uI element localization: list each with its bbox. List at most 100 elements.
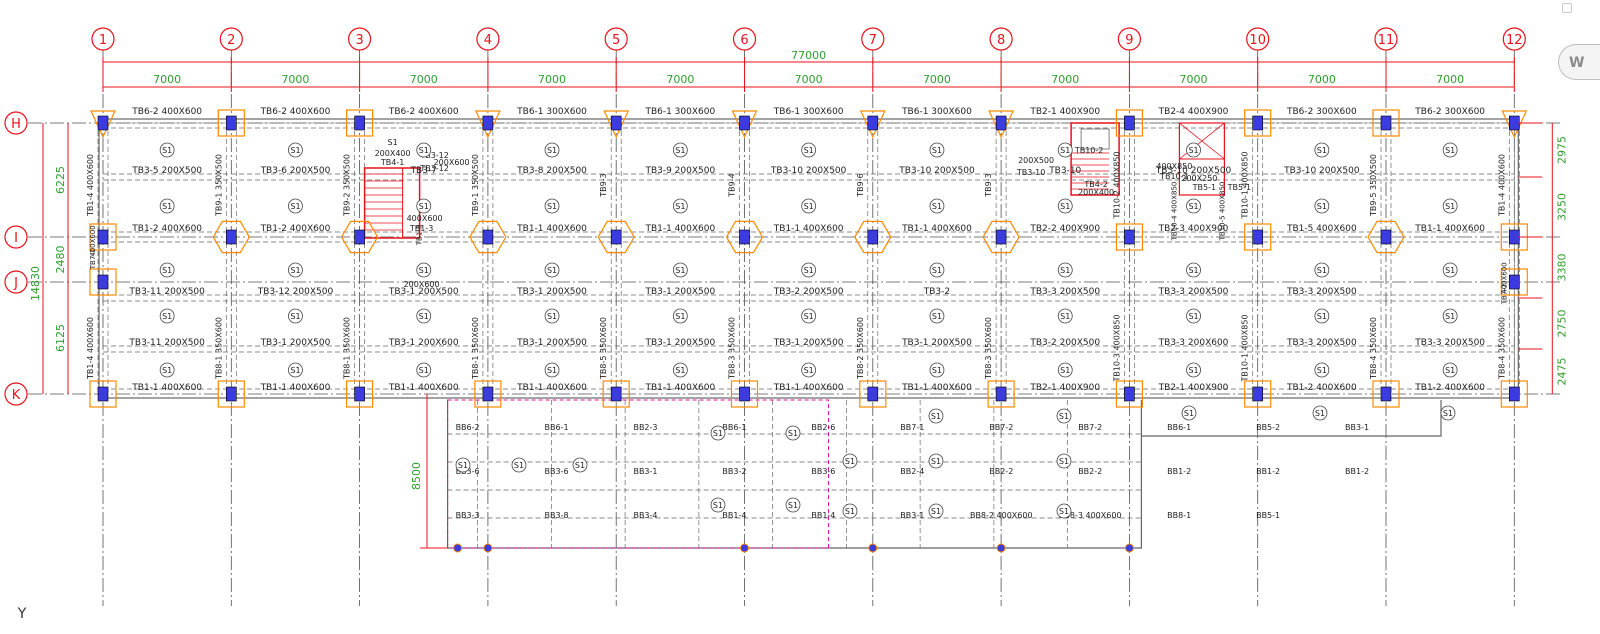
slab-tag-circle xyxy=(1057,198,1073,214)
column-1-H-cap xyxy=(90,110,116,139)
slab-tag-circle xyxy=(842,503,858,519)
slab-tag-label: S1 xyxy=(931,507,941,516)
grid-bubble-label-J: J xyxy=(13,276,18,291)
column-1-K xyxy=(89,380,117,408)
annex-beam-label: BB2-3 xyxy=(633,423,657,432)
slab-tag-circle xyxy=(801,308,817,324)
beam-label-secondary-HI: TB3-6 200X500 xyxy=(260,166,331,176)
column-9-I-cap xyxy=(1115,223,1144,251)
annex-beam-label: BB6-1 xyxy=(1167,423,1191,432)
slab-tag-label: S1 xyxy=(290,366,300,375)
dim-bay-text: 7000 xyxy=(666,73,694,86)
slab-tag-circle xyxy=(928,408,944,424)
grid-bubble-12 xyxy=(1502,27,1526,51)
column-1-H-core xyxy=(97,115,109,131)
beam-label-vertical-lower: TB10-1 400X850 xyxy=(1241,314,1250,382)
grid-bubble-label-5: 5 xyxy=(612,33,620,48)
outline-inner xyxy=(103,122,1515,394)
beam-label-secondary-HI: TB3-10 xyxy=(1048,166,1081,176)
grid-bubble-6 xyxy=(732,27,757,51)
beam-label-vertical-upper: TB9-1 350X500 xyxy=(471,154,480,217)
viewcube-direction-label: W xyxy=(1569,55,1585,71)
column-9-K-core xyxy=(1124,386,1135,402)
slab-tag-label: S1 xyxy=(675,312,685,321)
column-1-H xyxy=(90,110,116,139)
column-5-I-core xyxy=(610,229,622,245)
misc-label: TB10-4 400X850 xyxy=(1170,182,1178,242)
column-12-J xyxy=(1500,268,1528,296)
dim-bay-text: 7000 xyxy=(1308,73,1336,86)
column-5-H xyxy=(603,110,630,139)
dim-bay-text: 7000 xyxy=(410,73,438,86)
grid-bubble-3 xyxy=(348,27,372,51)
slab-tag-label: S1 xyxy=(1060,366,1070,375)
slab-tag-circle xyxy=(1056,503,1072,519)
column-11-I-core xyxy=(1380,229,1392,245)
annex-beam-label: BB6-2 xyxy=(456,423,480,432)
column-4-H xyxy=(474,110,501,139)
grid-bubble-11 xyxy=(1374,27,1398,51)
column-8-H-cap xyxy=(988,110,1015,139)
annex-beam-label: BB5-2 xyxy=(1256,423,1280,432)
beam-lines xyxy=(97,118,1520,549)
column-2-K-core xyxy=(226,386,237,402)
beam-label-row-I: TB1-1 400X600 xyxy=(644,224,715,234)
column-4-K xyxy=(474,380,502,408)
slab-tag-label: S1 xyxy=(1445,146,1455,155)
annex-beam-label: BB7-1 xyxy=(900,423,924,432)
core-label: TB5-1 xyxy=(1227,183,1251,192)
slab-tag-label: S1 xyxy=(1445,366,1455,375)
column-12-K xyxy=(1500,380,1528,408)
annex-beam-label: BB6-1 xyxy=(722,423,746,432)
grid-bubble-label-3: 3 xyxy=(355,33,363,48)
column-2-I-core xyxy=(226,229,237,245)
column-9-I-core xyxy=(1124,229,1135,245)
annex-beam-label: BB7-2 xyxy=(1078,423,1102,432)
slab-tag-circle xyxy=(672,198,688,214)
column-2-H-cap xyxy=(217,109,245,137)
stair-label: 400X600 xyxy=(407,214,443,223)
beam-label-vertical-lower: TB8-1 350X600 xyxy=(214,317,223,380)
slab-tag-label: S1 xyxy=(932,312,942,321)
beam-label-vertical-upper: TB1-4 400X600 xyxy=(1497,154,1506,217)
grid-bubble-4 xyxy=(476,27,500,51)
column-6-I-core xyxy=(739,229,750,245)
annex-column-2 xyxy=(740,543,749,553)
misc-label: 400X600 xyxy=(89,225,97,257)
column-8-I-cap xyxy=(982,220,1020,254)
column-9-K xyxy=(1115,380,1144,408)
slab-tag-circle xyxy=(544,308,560,324)
slab-tag-circle xyxy=(1314,198,1330,214)
slab-tag-circle xyxy=(842,453,858,469)
beam-label-secondary-JK1: TB3-2 xyxy=(923,287,950,297)
column-3-H-cap xyxy=(346,109,374,137)
beam-label-secondary-JK2: TB3-1 200X500 xyxy=(516,338,587,348)
beam-label-row-H: TB6-1 300X600 xyxy=(516,107,587,117)
slab-tag-circle xyxy=(1314,142,1330,158)
slab-tag-circle xyxy=(159,362,175,378)
lock-icon[interactable] xyxy=(1562,3,1572,13)
core-label: TB5-1 xyxy=(1192,183,1216,192)
column-6-H xyxy=(731,110,758,139)
dim-bay-text: 7000 xyxy=(538,73,566,86)
column-6-K-core xyxy=(739,386,750,402)
annex-column-4 xyxy=(996,543,1006,553)
slab-tag-label: S1 xyxy=(1188,366,1198,375)
slab-tag-label: S1 xyxy=(162,266,172,275)
slab-tag-label: S1 xyxy=(290,146,300,155)
beam-label-row-H: TB2-4 400X900 xyxy=(1158,107,1229,117)
beam-label-secondary-JK2: TB3-1 200X600 xyxy=(388,338,459,348)
slab-tag-circle xyxy=(928,503,944,519)
beam-label-secondary-JK1: TB3-2 200X500 xyxy=(773,287,844,297)
beam-label-secondary-HI: TB3-10 200X500 xyxy=(770,166,847,176)
slab-tag-circle xyxy=(416,198,432,214)
slab-tag-circle xyxy=(1186,362,1201,378)
slab-tag-label: S1 xyxy=(675,366,685,375)
slab-tag-label: S1 xyxy=(1445,312,1455,321)
slab-tag-label: S1 xyxy=(1315,409,1325,418)
column-3-H xyxy=(346,109,374,137)
annex-column-0 xyxy=(453,543,463,553)
slab-tag-circle xyxy=(1312,405,1328,421)
viewcube-widget[interactable]: W xyxy=(1558,44,1600,80)
